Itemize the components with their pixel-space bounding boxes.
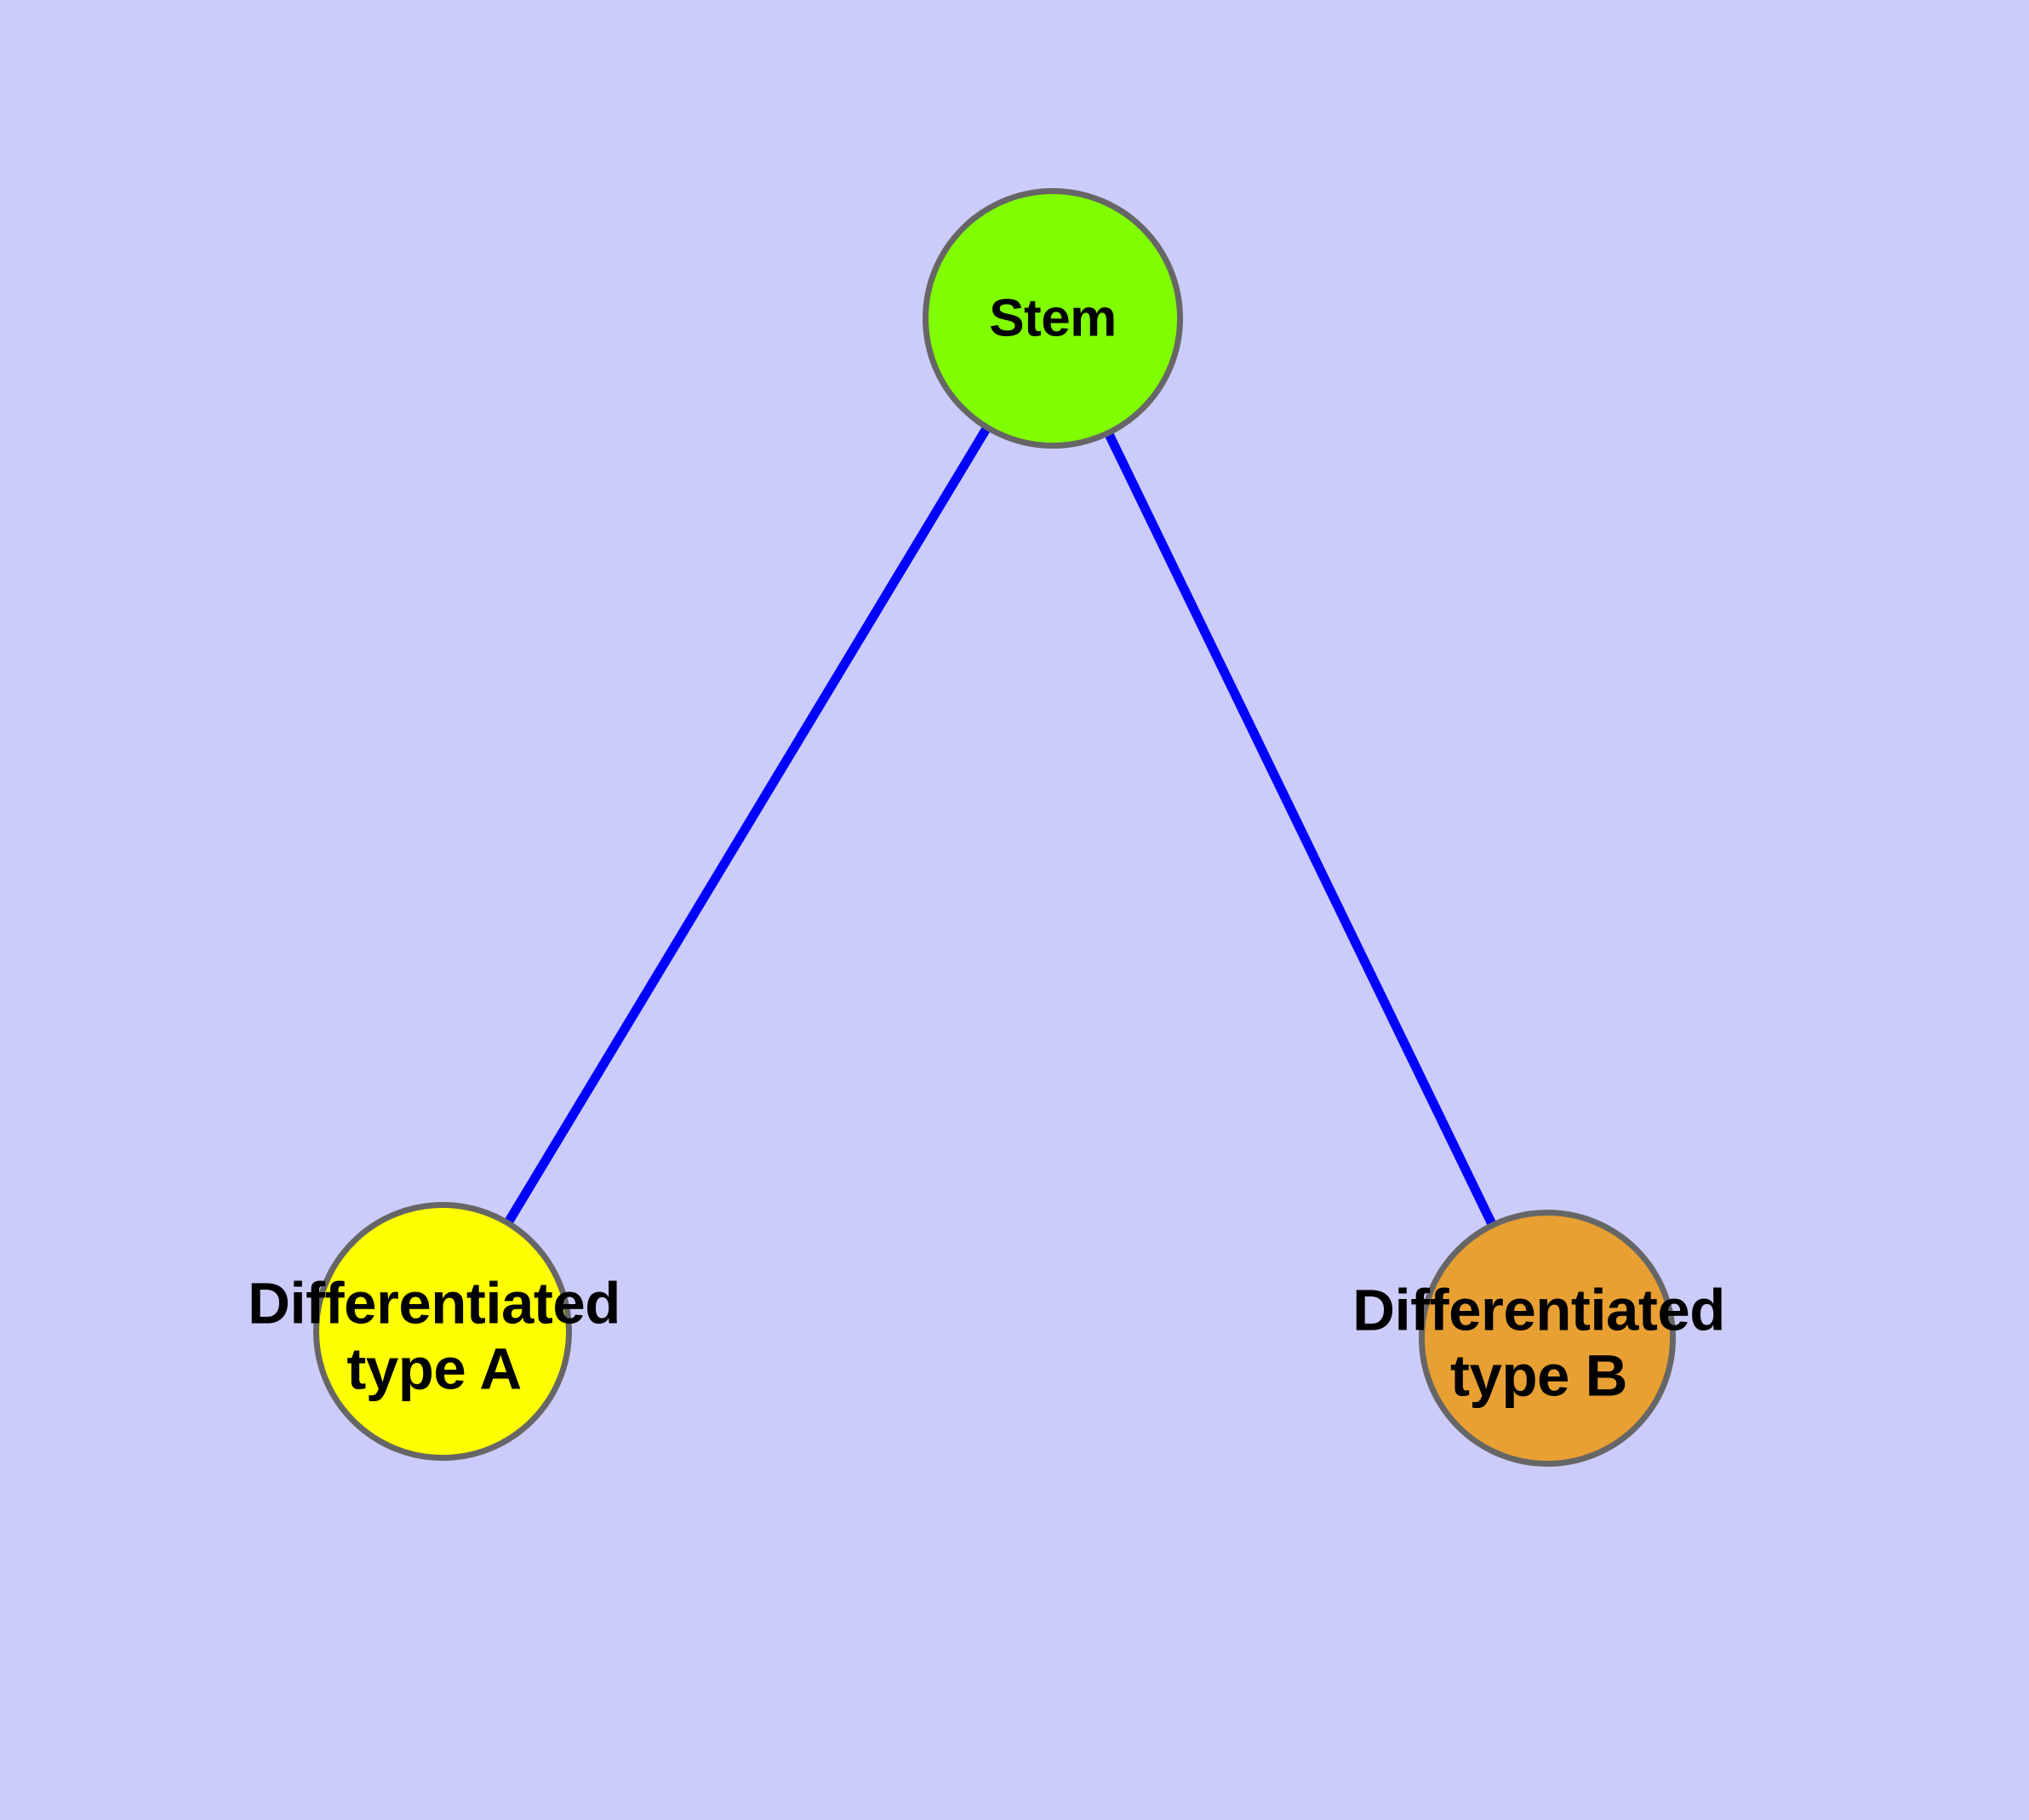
edge-stem-to-differentiated-type-a[interactable] [438, 316, 1057, 1334]
node-label-differentiated-type-b: Differentiated type B [1352, 1277, 1725, 1409]
edge-stem-to-differentiated-type-b[interactable] [1049, 316, 1552, 1341]
node-label-stem: Stem [989, 289, 1117, 348]
node-label-differentiated-type-a: Differentiated type A [248, 1270, 620, 1402]
node-stem[interactable] [923, 188, 1183, 449]
node-differentiated-type-b[interactable] [1419, 1210, 1676, 1467]
node-differentiated-type-a[interactable] [313, 1202, 572, 1461]
